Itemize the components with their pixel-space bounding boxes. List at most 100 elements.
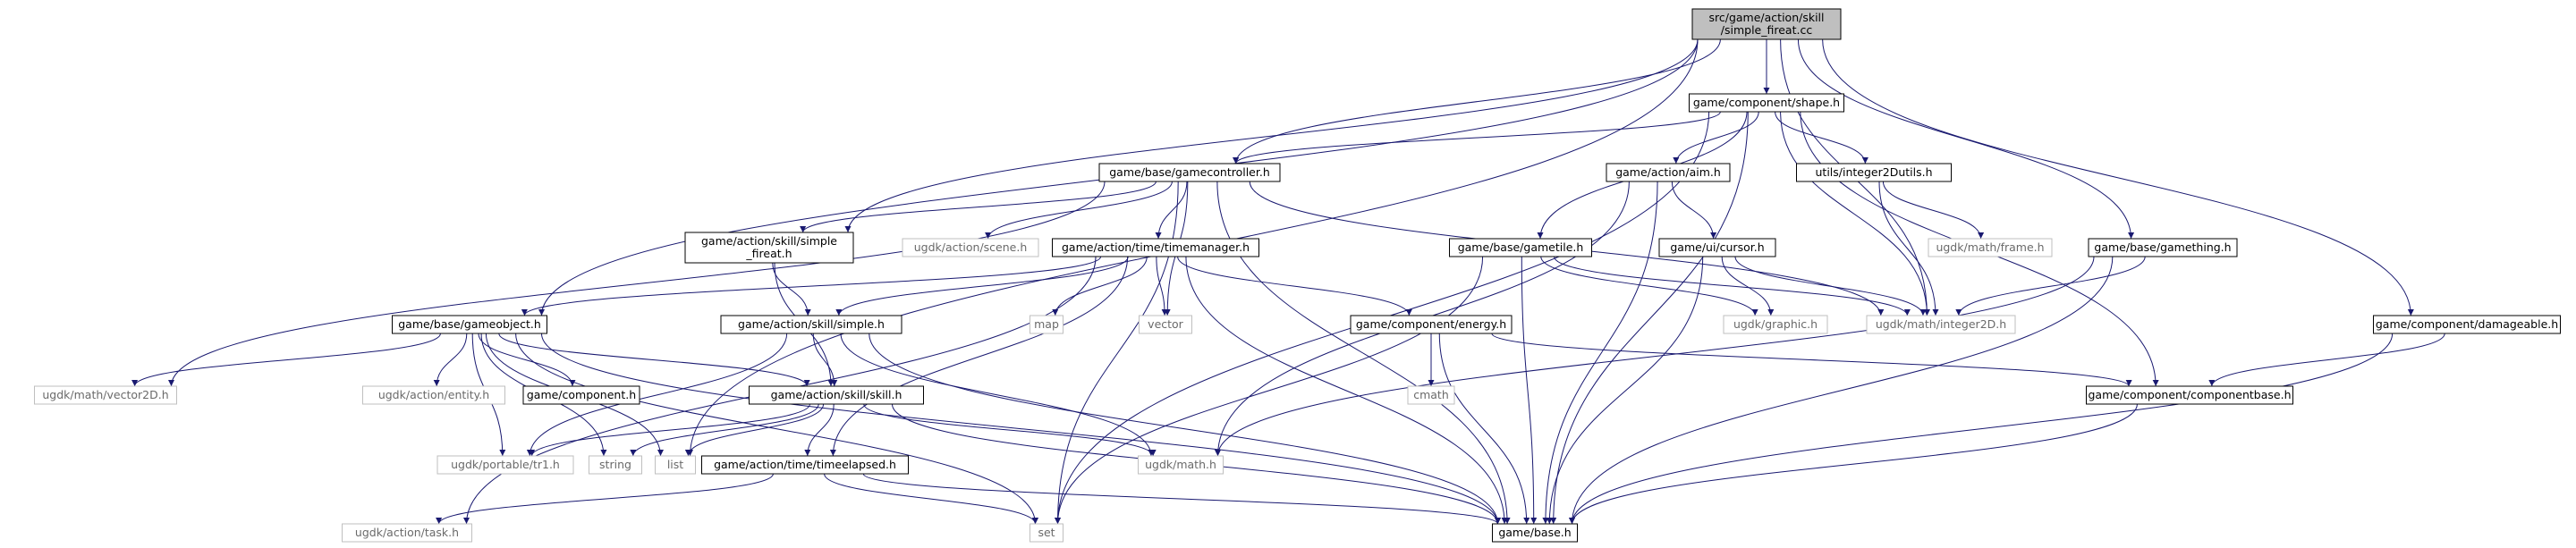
node-label: game/component/energy.h <box>1356 317 1506 331</box>
edge-gameobject-to-base <box>541 333 1501 525</box>
edge-path <box>772 262 811 316</box>
node-label: ugdk/portable/tr1.h <box>451 458 560 471</box>
node-label: vector <box>1148 317 1184 331</box>
edge-aim-to-cursor <box>1671 181 1717 240</box>
node-gamecontroller[interactable]: game/base/gamecontroller.h <box>1098 163 1281 182</box>
edge-gamething-to-integer2d <box>1955 256 2146 316</box>
node-ugdkmath: ugdk/math.h <box>1138 455 1224 475</box>
edge-gamecontroller-to-scene <box>985 181 1173 240</box>
node-gametile[interactable]: game/base/gametile.h <box>1449 238 1592 257</box>
node-label: utils/integer2Dutils.h <box>1816 165 1933 179</box>
edge-path <box>1569 403 2138 525</box>
edge-energy-to-base <box>1438 333 1530 525</box>
node-damageable[interactable]: game/component/damageable.h <box>2373 315 2561 334</box>
node-label: set <box>1038 526 1055 539</box>
node-box <box>902 238 1039 257</box>
node-string: string <box>589 455 642 475</box>
node-label: cmath <box>1413 388 1449 401</box>
node-box <box>522 385 640 405</box>
node-root[interactable]: src/game/action/skill/simple_fireat.cc <box>1691 8 1842 40</box>
node-map: map <box>1030 315 1063 334</box>
edge-cursor-to-graphic <box>1721 256 1775 316</box>
node-label: game/action/skill/skill.h <box>771 388 902 401</box>
edge-path <box>1797 38 2135 240</box>
edge-path <box>812 333 838 387</box>
node-set: set <box>1030 523 1063 543</box>
edge-path <box>1671 181 1717 240</box>
edge-root-to-simplefireat <box>844 38 1699 233</box>
node-box <box>2086 385 2293 405</box>
edge-shape-to-base <box>1550 111 1749 525</box>
edge-gametile-to-graphic <box>1540 256 1758 316</box>
edge-path <box>529 403 810 457</box>
edge-path <box>824 473 1038 525</box>
edge-energy-to-componentbase <box>1491 333 2132 387</box>
edge-path <box>844 38 1699 233</box>
edge-path <box>1155 181 1188 240</box>
node-tr1: ugdk/portable/tr1.h <box>436 455 574 475</box>
node-box <box>342 523 472 543</box>
edge-path <box>1233 38 1721 164</box>
node-gamething[interactable]: game/base/gamething.h <box>2088 238 2238 257</box>
node-simple[interactable]: game/action/skill/simple.h <box>720 315 902 334</box>
edge-path <box>804 403 835 457</box>
edge-path <box>840 333 1155 457</box>
node-integer2d: ugdk/math/integer2D.h <box>1866 315 2016 334</box>
node-box <box>1928 238 2053 257</box>
edge-gameobject-to-entity <box>433 333 468 387</box>
edge-gamecontroller-to-timemanager <box>1155 181 1188 240</box>
edge-shape-to-integer2d <box>1780 111 1930 316</box>
node-label: game/action/aim.h <box>1615 165 1721 179</box>
edge-path <box>1052 256 1148 316</box>
node-box <box>1350 315 1513 334</box>
node-task: ugdk/action/task.h <box>342 523 472 543</box>
edge-path <box>1550 111 1749 525</box>
edge-path <box>2208 333 2445 387</box>
node-box <box>436 455 574 475</box>
node-vector2d: ugdk/math/vector2D.h <box>34 385 177 405</box>
edge-gamething-to-base <box>1569 256 2114 525</box>
node-simplefireat[interactable]: game/action/skill/simple_fireat.h <box>684 232 854 264</box>
edge-shape-to-integer2dutils <box>1775 111 1868 164</box>
node-shape[interactable]: game/component/shape.h <box>1689 93 1844 113</box>
node-integer2dutils[interactable]: utils/integer2Dutils.h <box>1796 163 1952 182</box>
edge-path <box>1540 256 1758 316</box>
edge-path <box>1569 256 2114 525</box>
node-box <box>655 455 696 475</box>
node-base[interactable]: game/base.h <box>1492 523 1578 543</box>
node-energy[interactable]: game/component/energy.h <box>1350 315 1513 334</box>
edge-path <box>630 403 819 457</box>
node-componentbase[interactable]: game/component/componentbase.h <box>2086 385 2293 405</box>
node-timemanager[interactable]: game/action/time/timemanager.h <box>1052 238 1259 257</box>
node-box <box>1449 238 1592 257</box>
node-timeelapsed[interactable]: game/action/time/timeelapsed.h <box>701 455 909 475</box>
edge-timeelapsed-to-set <box>824 473 1038 525</box>
node-box <box>1098 163 1281 182</box>
edge-integer2dutils-to-integer2d <box>1878 181 1939 316</box>
node-skill[interactable]: game/action/skill/skill.h <box>749 385 924 405</box>
node-cursor[interactable]: game/ui/cursor.h <box>1658 238 1776 257</box>
edge-path <box>1216 181 1511 525</box>
node-label: game/ui/cursor.h <box>1670 240 1764 254</box>
node-aim[interactable]: game/action/aim.h <box>1606 163 1731 182</box>
node-label: game/component/damageable.h <box>2376 317 2558 331</box>
node-label: game/base/gamecontroller.h <box>1109 165 1270 179</box>
node-label: ugdk/action/task.h <box>355 526 459 539</box>
edge-path <box>1546 256 1704 525</box>
node-label: game/component/shape.h <box>1693 96 1840 109</box>
node-box <box>1030 523 1063 543</box>
node-gameobject[interactable]: game/base/gameobject.h <box>392 315 547 334</box>
edge-path <box>863 403 1157 457</box>
edge-path <box>1185 256 1508 525</box>
edge-path <box>515 333 1038 525</box>
node-label: ugdk/action/scene.h <box>914 240 1028 254</box>
node-graphic: ugdk/graphic.h <box>1723 315 1828 334</box>
node-box <box>1407 385 1455 405</box>
node-label: ugdk/action/entity.h <box>378 388 489 401</box>
node-component[interactable]: game/component.h <box>522 385 640 405</box>
node-frame: ugdk/math/frame.h <box>1928 238 2053 257</box>
edge-path <box>829 256 1129 457</box>
edge-path <box>862 473 1501 525</box>
edge-shape-to-gamecontroller <box>1233 111 1721 164</box>
edge-simple-to-tr1 <box>526 333 788 457</box>
